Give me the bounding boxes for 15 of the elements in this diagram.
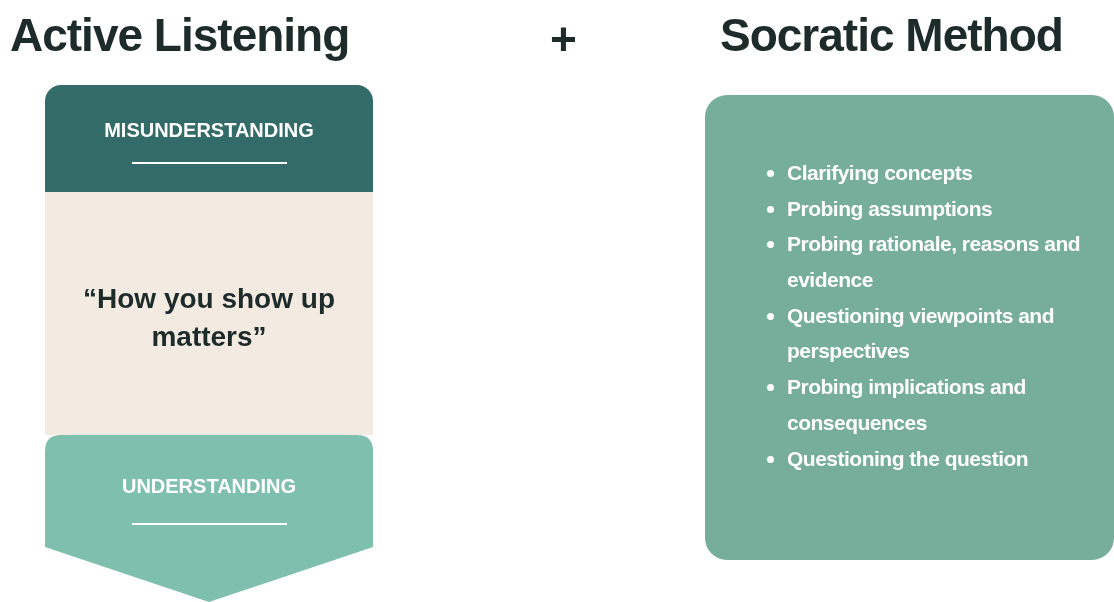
list-item: Probing rationale, reasons and evidence — [787, 232, 1081, 292]
content-panel — [705, 95, 1114, 560]
section-heading: UNDERSTANDING — [120, 475, 298, 498]
quote-band — [45, 192, 373, 435]
plus-sign: + — [550, 12, 576, 66]
column-heading: Socratic Method — [720, 8, 1063, 62]
list-item: Questioning viewpoints and perspectives — [787, 303, 1054, 363]
list-item: Questioning the question — [787, 446, 1029, 470]
column-heading: Active Listening — [10, 8, 350, 62]
list-item: Probing implications and consequences — [787, 375, 1026, 434]
header-band — [45, 85, 373, 192]
section-heading: MISUNDERSTANDING — [103, 119, 315, 142]
list-item: Probing assumptions — [787, 196, 993, 220]
quote-text: “How you show up matters” — [82, 282, 336, 354]
list-item: Clarifying concepts — [787, 161, 973, 184]
